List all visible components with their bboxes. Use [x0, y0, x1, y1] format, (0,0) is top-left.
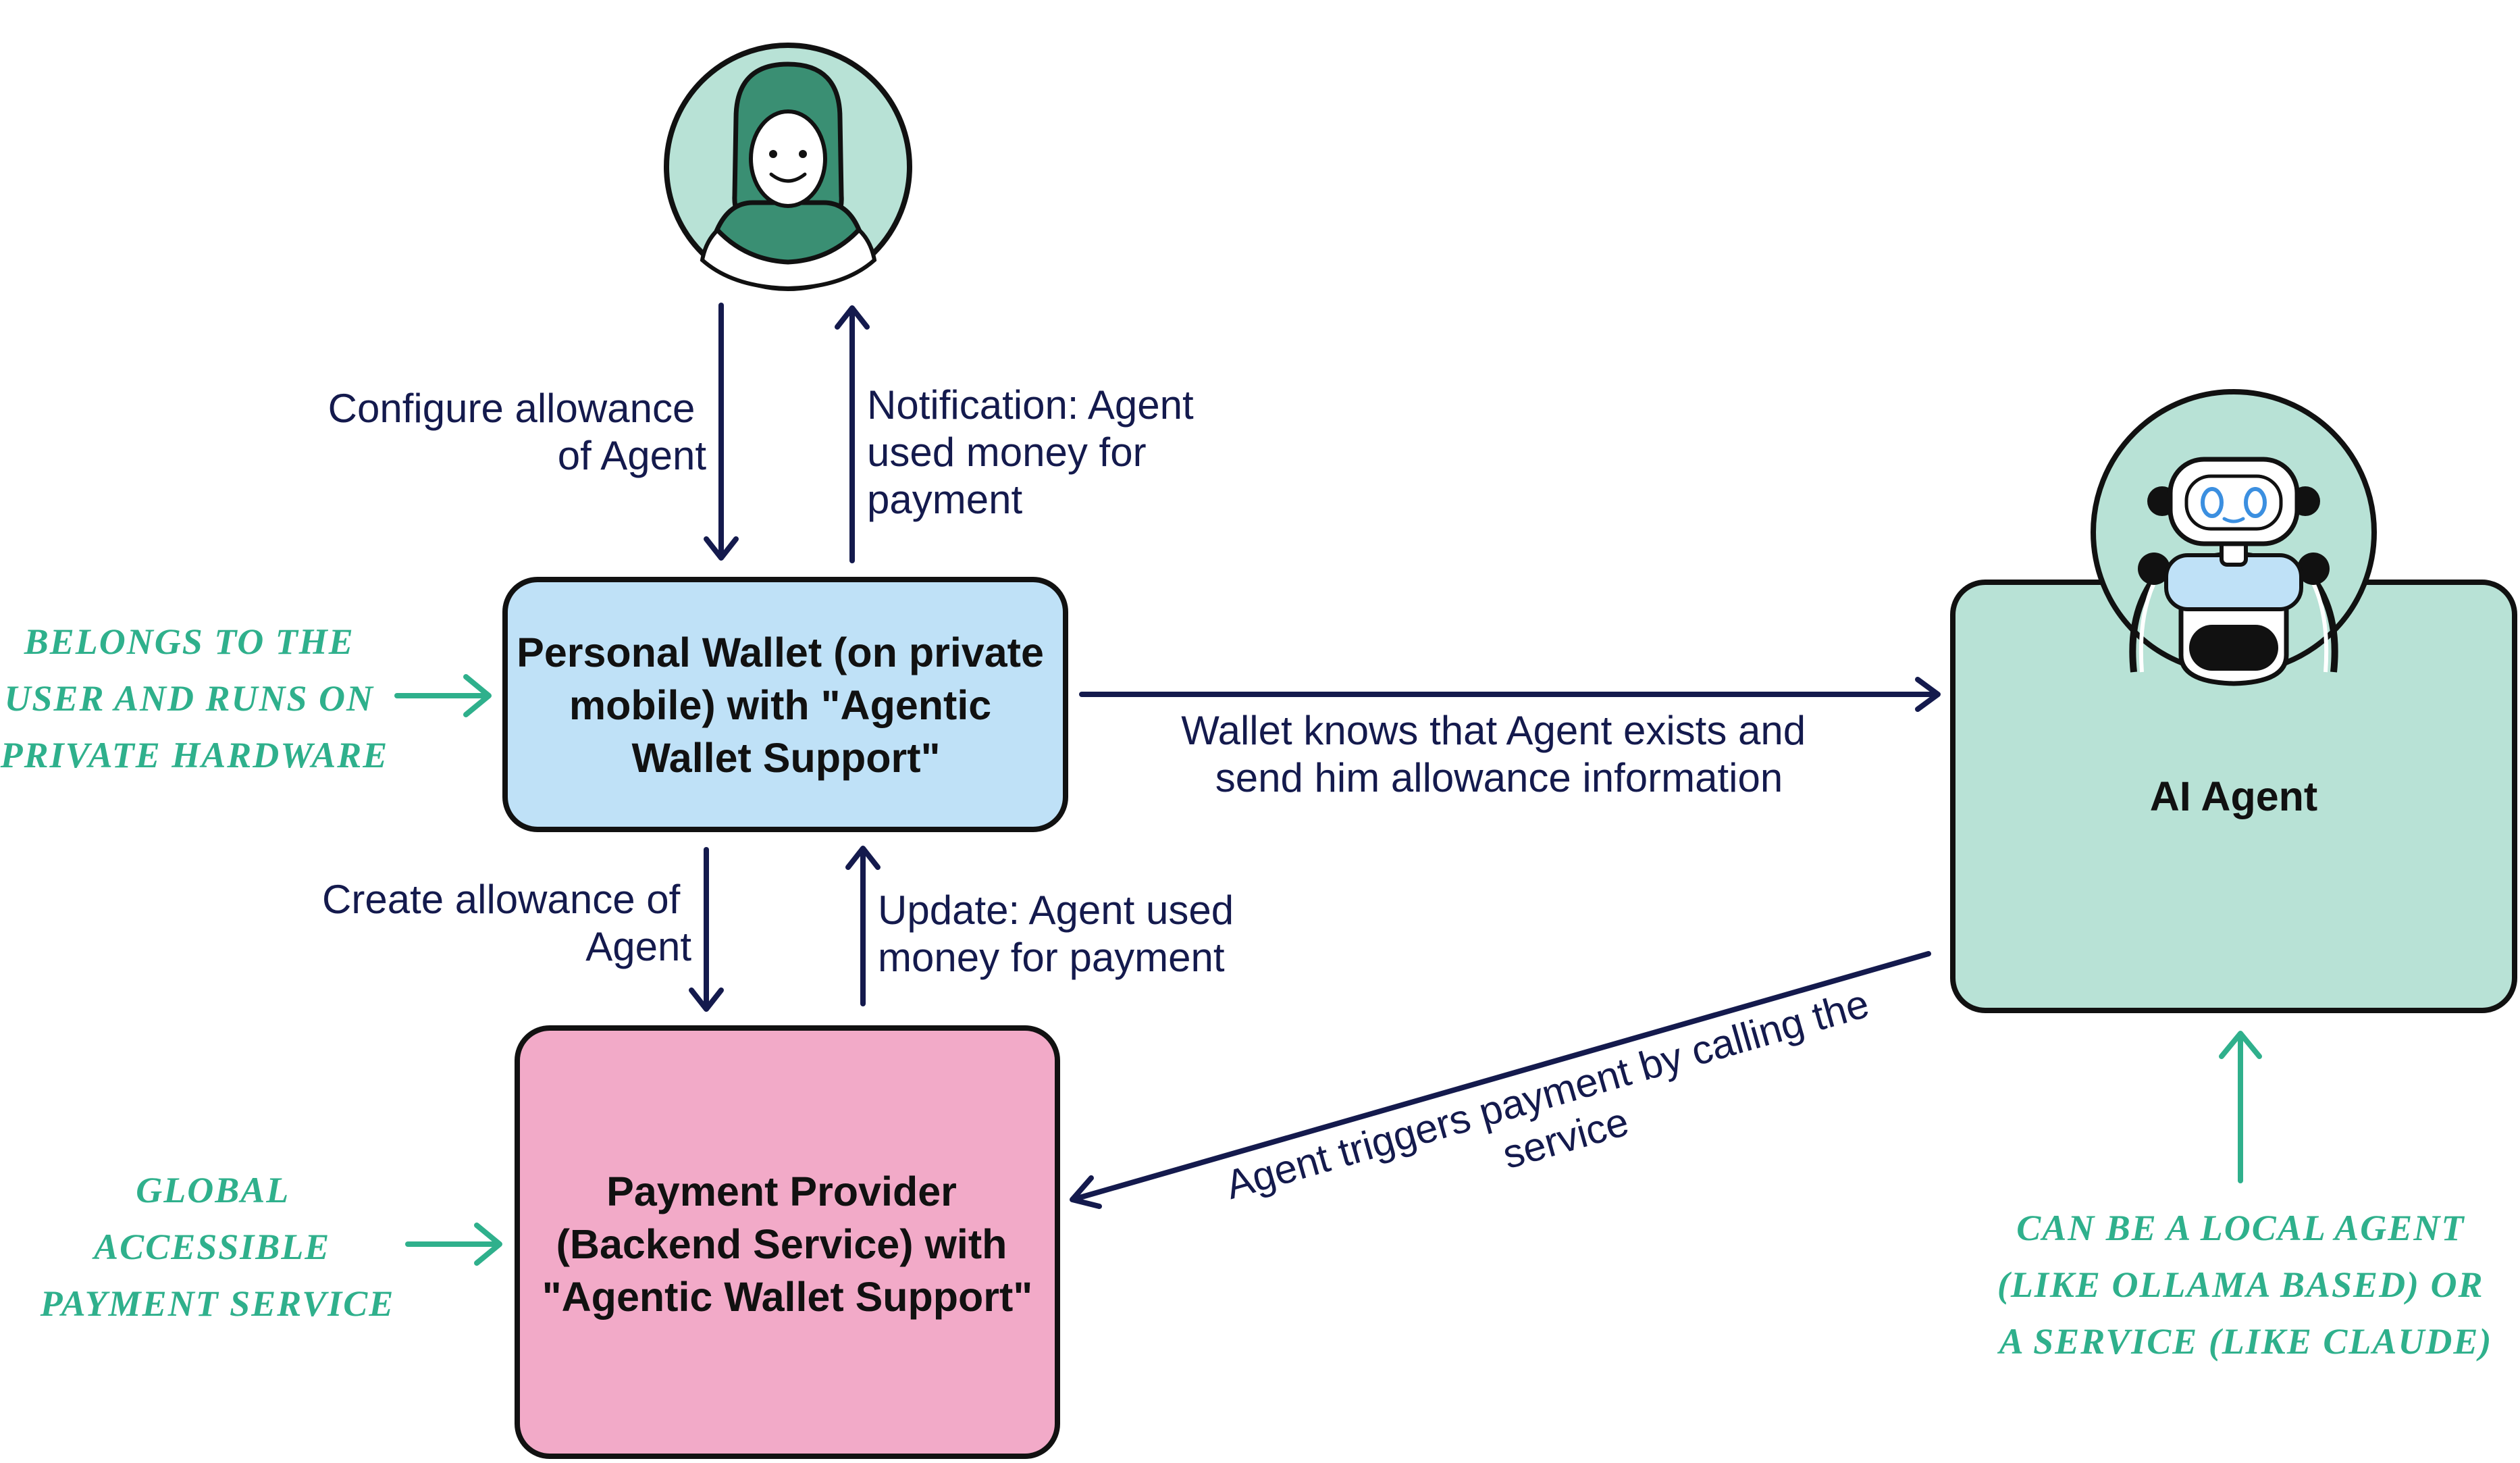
create-allowance-arrow	[689, 847, 724, 1012]
ai-agent-label: AI Agent	[2150, 773, 2318, 819]
wallet-note: BELONGS TO THE USER AND RUNS ON PRIVATE …	[0, 621, 388, 775]
configure-label: Configure allowance of Agent	[328, 386, 707, 478]
payment-provider-label: Payment Provider (Backend Service) with …	[542, 1169, 1033, 1320]
provider-note: GLOBAL ACCESSIBLE PAYMENT SERVICE	[40, 1170, 395, 1324]
create-allowance-label: Create allowance of Agent	[322, 877, 691, 969]
wallet-knows-label: Wallet knows that Agent exists and send …	[1181, 708, 1817, 800]
update-label: Update: Agent used money for payment	[878, 888, 1245, 980]
ai-agent-box: AI Agent	[1950, 580, 2517, 1013]
robot-icon	[2091, 389, 2377, 686]
notification-arrow	[835, 305, 870, 563]
payment-provider-box: Payment Provider (Backend Service) with …	[515, 1025, 1060, 1459]
wallet-note-arrow	[394, 674, 492, 717]
personal-wallet-label: Personal Wallet (on private mobile) with…	[517, 630, 1055, 781]
wallet-knows-arrow	[1079, 677, 1941, 712]
agent-note-arrow	[2219, 1031, 2262, 1183]
notification-label: Notification: Agent used money for payme…	[867, 382, 1205, 522]
agent-note: CAN BE A LOCAL AGENT (LIKE OLLAMA BASED)…	[1997, 1208, 2494, 1362]
update-arrow	[845, 846, 881, 1006]
agent-triggers-arrow	[1070, 951, 1931, 1209]
provider-note-arrow	[405, 1223, 502, 1266]
personal-wallet-box: Personal Wallet (on private mobile) with…	[502, 577, 1068, 832]
user-avatar-icon	[664, 43, 912, 291]
agent-triggers-label: Agent triggers payment by calling the se…	[1221, 977, 1898, 1253]
configure-arrow	[704, 303, 739, 561]
